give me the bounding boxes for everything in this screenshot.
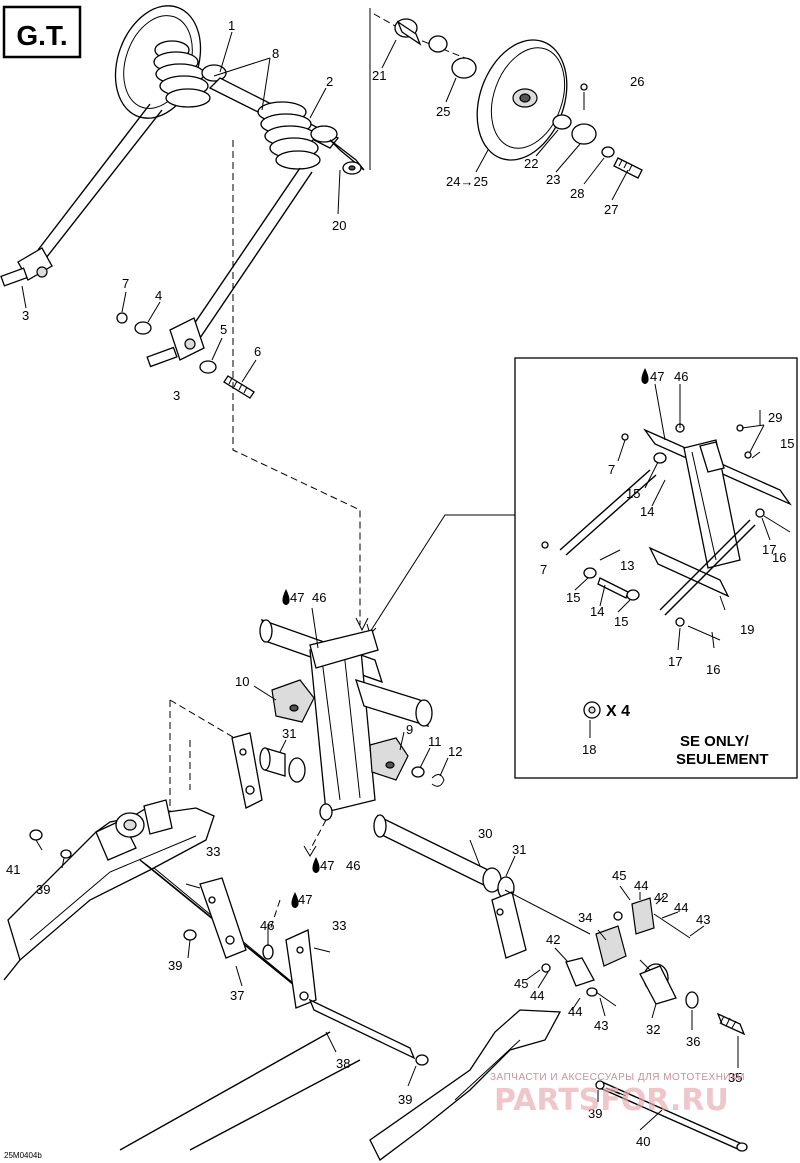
se-only-inset — [514, 357, 798, 779]
callout-31: 31 — [512, 842, 526, 857]
callout-16: 16 — [706, 662, 720, 677]
callout-12: 12 — [448, 744, 462, 759]
se-only-note-line2: SEULEMENT — [676, 751, 769, 768]
callout-41: 41 — [6, 862, 20, 877]
callout-46: 46 — [346, 858, 360, 873]
drawing-code: 25M0404b — [4, 1151, 42, 1160]
callout-40: 40 — [636, 1134, 650, 1149]
multiplier-label: X 4 — [606, 703, 630, 720]
callout-26: 26 — [630, 74, 644, 89]
callout-28: 28 — [570, 186, 584, 201]
callout-7: 7 — [608, 462, 615, 477]
callout-23: 23 — [546, 172, 560, 187]
callout-15: 15 — [780, 436, 794, 451]
center-arm — [231, 607, 516, 900]
callout-45: 45 — [514, 976, 528, 991]
callout-30: 30 — [478, 826, 492, 841]
callout-24-25: 24→25 — [446, 174, 488, 189]
callout-35: 35 — [728, 1070, 742, 1085]
callout-11: 11 — [428, 734, 442, 749]
callout-3: 3 — [22, 308, 29, 323]
watermark: ЗАПЧАСТИ И АКСЕССУАРЫ ДЛЯ МОТОТЕХНИКИ PA… — [490, 1072, 745, 1118]
callout-7: 7 — [540, 562, 547, 577]
callout-19: 19 — [740, 622, 754, 637]
callout-7: 7 — [122, 276, 129, 291]
callout-46: 46 — [260, 918, 274, 933]
callout-39: 39 — [36, 882, 50, 897]
callout-22: 22 — [524, 156, 538, 171]
callout-8: 8 — [272, 46, 279, 61]
callout-45: 45 — [612, 868, 626, 883]
callout-25: 25 — [436, 104, 450, 119]
callout-20: 20 — [332, 218, 346, 233]
callout-29: 29 — [768, 410, 782, 425]
spring-assembly — [0, 5, 365, 399]
callout-15: 15 — [626, 486, 640, 501]
guide-lines — [169, 8, 515, 832]
callout-33: 33 — [332, 918, 346, 933]
callout-10: 10 — [235, 674, 249, 689]
callout-44: 44 — [674, 900, 688, 915]
callout-44: 44 — [634, 878, 648, 893]
callout-27: 27 — [604, 202, 618, 217]
callout-17: 17 — [762, 542, 776, 557]
callout-39: 39 — [168, 958, 182, 973]
callout-21: 21 — [372, 68, 386, 83]
callout-9: 9 — [406, 722, 413, 737]
callout-17: 17 — [668, 654, 682, 669]
callout-42: 42 — [546, 932, 560, 947]
oil-drop-icon — [291, 892, 299, 908]
callout-46: 46 — [312, 590, 326, 605]
callout-44: 44 — [530, 988, 544, 1003]
oil-drop-icon — [282, 589, 290, 605]
callout-47: 47 — [650, 369, 664, 384]
callout-37: 37 — [230, 988, 244, 1003]
callout-44: 44 — [568, 1004, 582, 1019]
callout-47: 47 — [290, 590, 304, 605]
top-leaders — [21, 31, 629, 383]
idler-wheel-group — [373, 13, 643, 179]
callout-6: 6 — [254, 344, 261, 359]
callout-46: 46 — [674, 369, 688, 384]
callout-39: 39 — [398, 1092, 412, 1107]
callout-34: 34 — [578, 910, 592, 925]
callout-39: 39 — [588, 1106, 602, 1121]
lower-frame — [3, 799, 748, 1161]
callout-2: 2 — [326, 74, 333, 89]
se-only-note-line1: SE ONLY/ — [680, 733, 749, 750]
callout-3: 3 — [173, 388, 180, 403]
callout-33: 33 — [206, 844, 220, 859]
lubricant-drop-icons — [282, 368, 649, 908]
callout-43: 43 — [594, 1018, 608, 1033]
callout-42: 42 — [654, 890, 668, 905]
callout-15: 15 — [566, 590, 580, 605]
callout-14: 14 — [590, 604, 604, 619]
model-label-box: G.T. — [2, 5, 82, 59]
model-label: G.T. — [16, 20, 67, 51]
callout-43: 43 — [696, 912, 710, 927]
callout-47: 47 — [320, 858, 334, 873]
oil-drop-icon — [641, 368, 649, 384]
callout-47: 47 — [298, 892, 312, 907]
callout-14: 14 — [640, 504, 654, 519]
oil-drop-icon — [312, 857, 320, 873]
callout-36: 36 — [686, 1034, 700, 1049]
watermark-tagline: ЗАПЧАСТИ И АКСЕССУАРЫ ДЛЯ МОТОТЕХНИКИ — [490, 1072, 745, 1083]
callout-15: 15 — [614, 614, 628, 629]
callout-18: 18 — [582, 742, 596, 757]
callout-labels: 1 8 2 20 3 3 7 4 5 6 21 25 26 22 23 24→2… — [6, 18, 794, 1149]
callout-38: 38 — [336, 1056, 350, 1071]
watermark-brand: PARTSFOR.RU — [494, 1083, 729, 1118]
callout-4: 4 — [155, 288, 162, 303]
callout-13: 13 — [620, 558, 634, 573]
callout-5: 5 — [220, 322, 227, 337]
callout-31: 31 — [282, 726, 296, 741]
callout-32: 32 — [646, 1022, 660, 1037]
callout-16: 16 — [772, 550, 786, 565]
callout-1: 1 — [228, 18, 235, 33]
